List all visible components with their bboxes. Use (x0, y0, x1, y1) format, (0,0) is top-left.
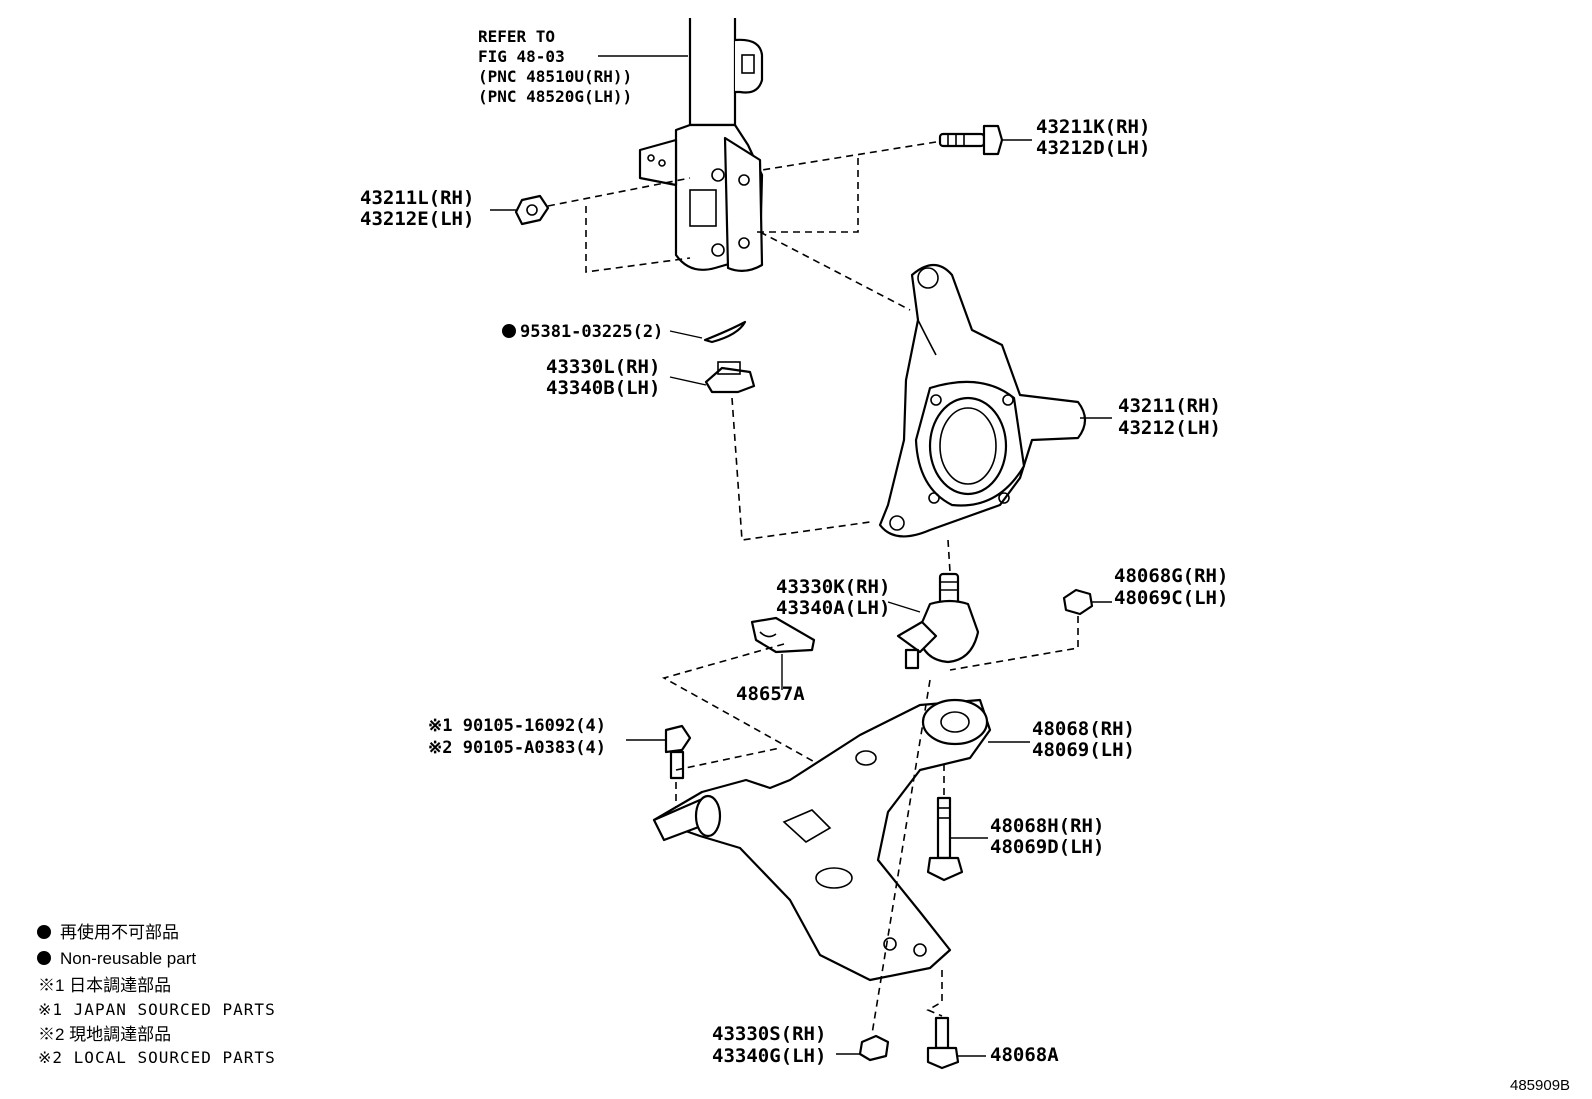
bolt-43211k-icon (938, 124, 1004, 156)
legend-non-reusable-jp: 再使用不可部品 (60, 922, 179, 942)
label-48068h[interactable]: 48068H(RH) (990, 815, 1104, 837)
nut-43211l-icon (514, 194, 550, 226)
label-48068a[interactable]: 48068A (990, 1044, 1059, 1066)
cotter-pin-icon (703, 320, 747, 344)
steering-knuckle-illustration (878, 263, 1087, 538)
castle-nut-icon (704, 361, 756, 394)
label-48069[interactable]: 48069(LH) (1032, 739, 1135, 761)
stopper-48657a-icon (750, 616, 816, 654)
label-48069d[interactable]: 48069D(LH) (990, 836, 1104, 858)
label-48657a[interactable]: 48657A (736, 683, 805, 705)
refer-line-4: (PNC 48520G(LH)) (478, 87, 632, 106)
refer-line-2: FIG 48-03 (478, 47, 565, 66)
label-43211[interactable]: 43211(RH) (1118, 395, 1221, 417)
label-43212e[interactable]: 43212E(LH) (360, 208, 474, 230)
bullet-icon (37, 951, 51, 965)
nut-43330s-icon (858, 1034, 890, 1062)
label-48069c[interactable]: 48069C(LH) (1114, 587, 1228, 609)
refer-line-1: REFER TO (478, 27, 555, 46)
label-43330s[interactable]: 43330S(RH) (712, 1023, 826, 1045)
label-48068g[interactable]: 48068G(RH) (1114, 565, 1228, 587)
legend: 再使用不可部品 Non-reusable part ※1 日本調達部品 ※1 J… (37, 922, 276, 1067)
legend-local-en: ※2 LOCAL SOURCED PARTS (38, 1048, 276, 1067)
figure-id: 485909B (1510, 1077, 1570, 1094)
label-43212[interactable]: 43212(LH) (1118, 417, 1221, 439)
bolt-48068h-icon (926, 796, 964, 882)
legend-japan-en: ※1 JAPAN SOURCED PARTS (38, 1000, 276, 1019)
label-48068[interactable]: 48068(RH) (1032, 718, 1135, 740)
label-43340a[interactable]: 43340A(LH) (776, 597, 890, 619)
label-43340b[interactable]: 43340B(LH) (546, 377, 660, 399)
label-90105-16092[interactable]: ※1 90105-16092(4) (428, 716, 606, 736)
legend-japan-jp: ※1 日本調達部品 (38, 976, 171, 995)
legend-non-reusable-en: Non-reusable part (60, 949, 196, 968)
label-90105-a0383[interactable]: ※2 90105-A0383(4) (428, 738, 606, 758)
ball-joint-illustration (896, 572, 980, 670)
label-43211l[interactable]: 43211L(RH) (360, 187, 474, 209)
label-95381[interactable]: 95381-03225(2) (520, 322, 663, 342)
legend-local-jp: ※2 現地調達部品 (38, 1025, 171, 1044)
label-43330k[interactable]: 43330K(RH) (776, 576, 890, 598)
bolt-90105-icon (664, 724, 692, 780)
strut-illustration (638, 18, 764, 272)
bullet-icon (37, 925, 51, 939)
non-reusable-marker-icon (502, 324, 516, 338)
label-43212d[interactable]: 43212D(LH) (1036, 137, 1150, 159)
label-43330l[interactable]: 43330L(RH) (546, 356, 660, 378)
bolt-48068a-icon (926, 1016, 960, 1070)
lower-control-arm-illustration (652, 698, 992, 982)
label-43211k[interactable]: 43211K(RH) (1036, 116, 1150, 138)
refer-line-3: (PNC 48510U(RH)) (478, 67, 632, 86)
nut-48068g-icon (1062, 588, 1094, 616)
label-43340g[interactable]: 43340G(LH) (712, 1045, 826, 1067)
